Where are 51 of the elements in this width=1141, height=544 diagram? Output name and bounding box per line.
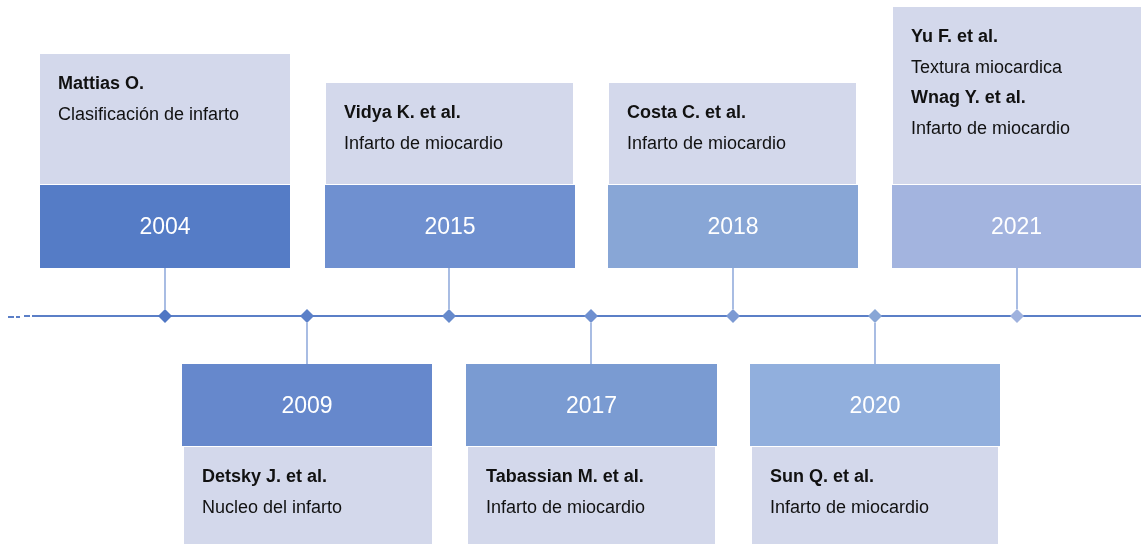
connector-line [448, 267, 450, 310]
author-name: Wnag Y. et al. [911, 86, 1027, 109]
year-box [40, 185, 290, 268]
year-label: 2018 [707, 213, 759, 240]
topic-text: Infarto de miocardio [911, 116, 1072, 139]
connector-line [306, 322, 308, 365]
reference-card [468, 447, 715, 544]
author-name: Costa C. et al. [627, 101, 748, 124]
timeline-marker [158, 309, 172, 323]
connector-line [1016, 267, 1018, 310]
reference-card [184, 447, 432, 544]
reference-card [752, 447, 998, 544]
year-box [325, 185, 575, 268]
year-label: 2015 [424, 213, 476, 240]
year-label: 2021 [990, 213, 1043, 240]
topic-text: Infarto de miocardio [486, 495, 647, 518]
timeline-marker [584, 309, 598, 323]
year-box [892, 185, 1141, 268]
topic-text: Infarto de miocardio [344, 131, 505, 154]
topic-text: Clasificación de infarto [58, 102, 241, 125]
timeline-marker [300, 309, 314, 323]
author-name: Mattias O. [58, 72, 146, 95]
connector-line [164, 267, 166, 310]
topic-text: Nucleo del infarto [202, 495, 344, 518]
connector-line [732, 267, 734, 310]
author-name: Tabassian M. et al. [486, 465, 645, 488]
reference-card [609, 83, 856, 184]
year-box [182, 364, 432, 446]
timeline-marker [868, 309, 882, 323]
topic-text: Infarto de miocardio [627, 131, 788, 154]
author-name: Sun Q. et al. [770, 465, 876, 488]
connector-line [874, 322, 876, 365]
topic-text: Infarto de miocardio [770, 495, 931, 518]
timeline-marker [442, 309, 456, 323]
year-label: 2004 [139, 213, 191, 240]
year-box [608, 185, 858, 268]
year-box [750, 364, 1000, 446]
reference-card [40, 54, 290, 184]
topic-text: Textura miocardica [911, 55, 1064, 78]
reference-card [893, 7, 1141, 184]
year-label: 2020 [849, 391, 901, 419]
year-box [466, 364, 717, 446]
reference-card [326, 83, 573, 184]
timeline-marker [726, 309, 740, 323]
author-name: Detsky J. et al. [202, 465, 329, 488]
timeline-marker [1010, 309, 1024, 323]
year-label: 2009 [281, 391, 333, 419]
author-name: Yu F. et al. [911, 25, 1000, 48]
author-name: Vidya K. et al. [344, 101, 462, 124]
connector-line [590, 322, 592, 365]
year-label: 2017 [565, 391, 618, 419]
